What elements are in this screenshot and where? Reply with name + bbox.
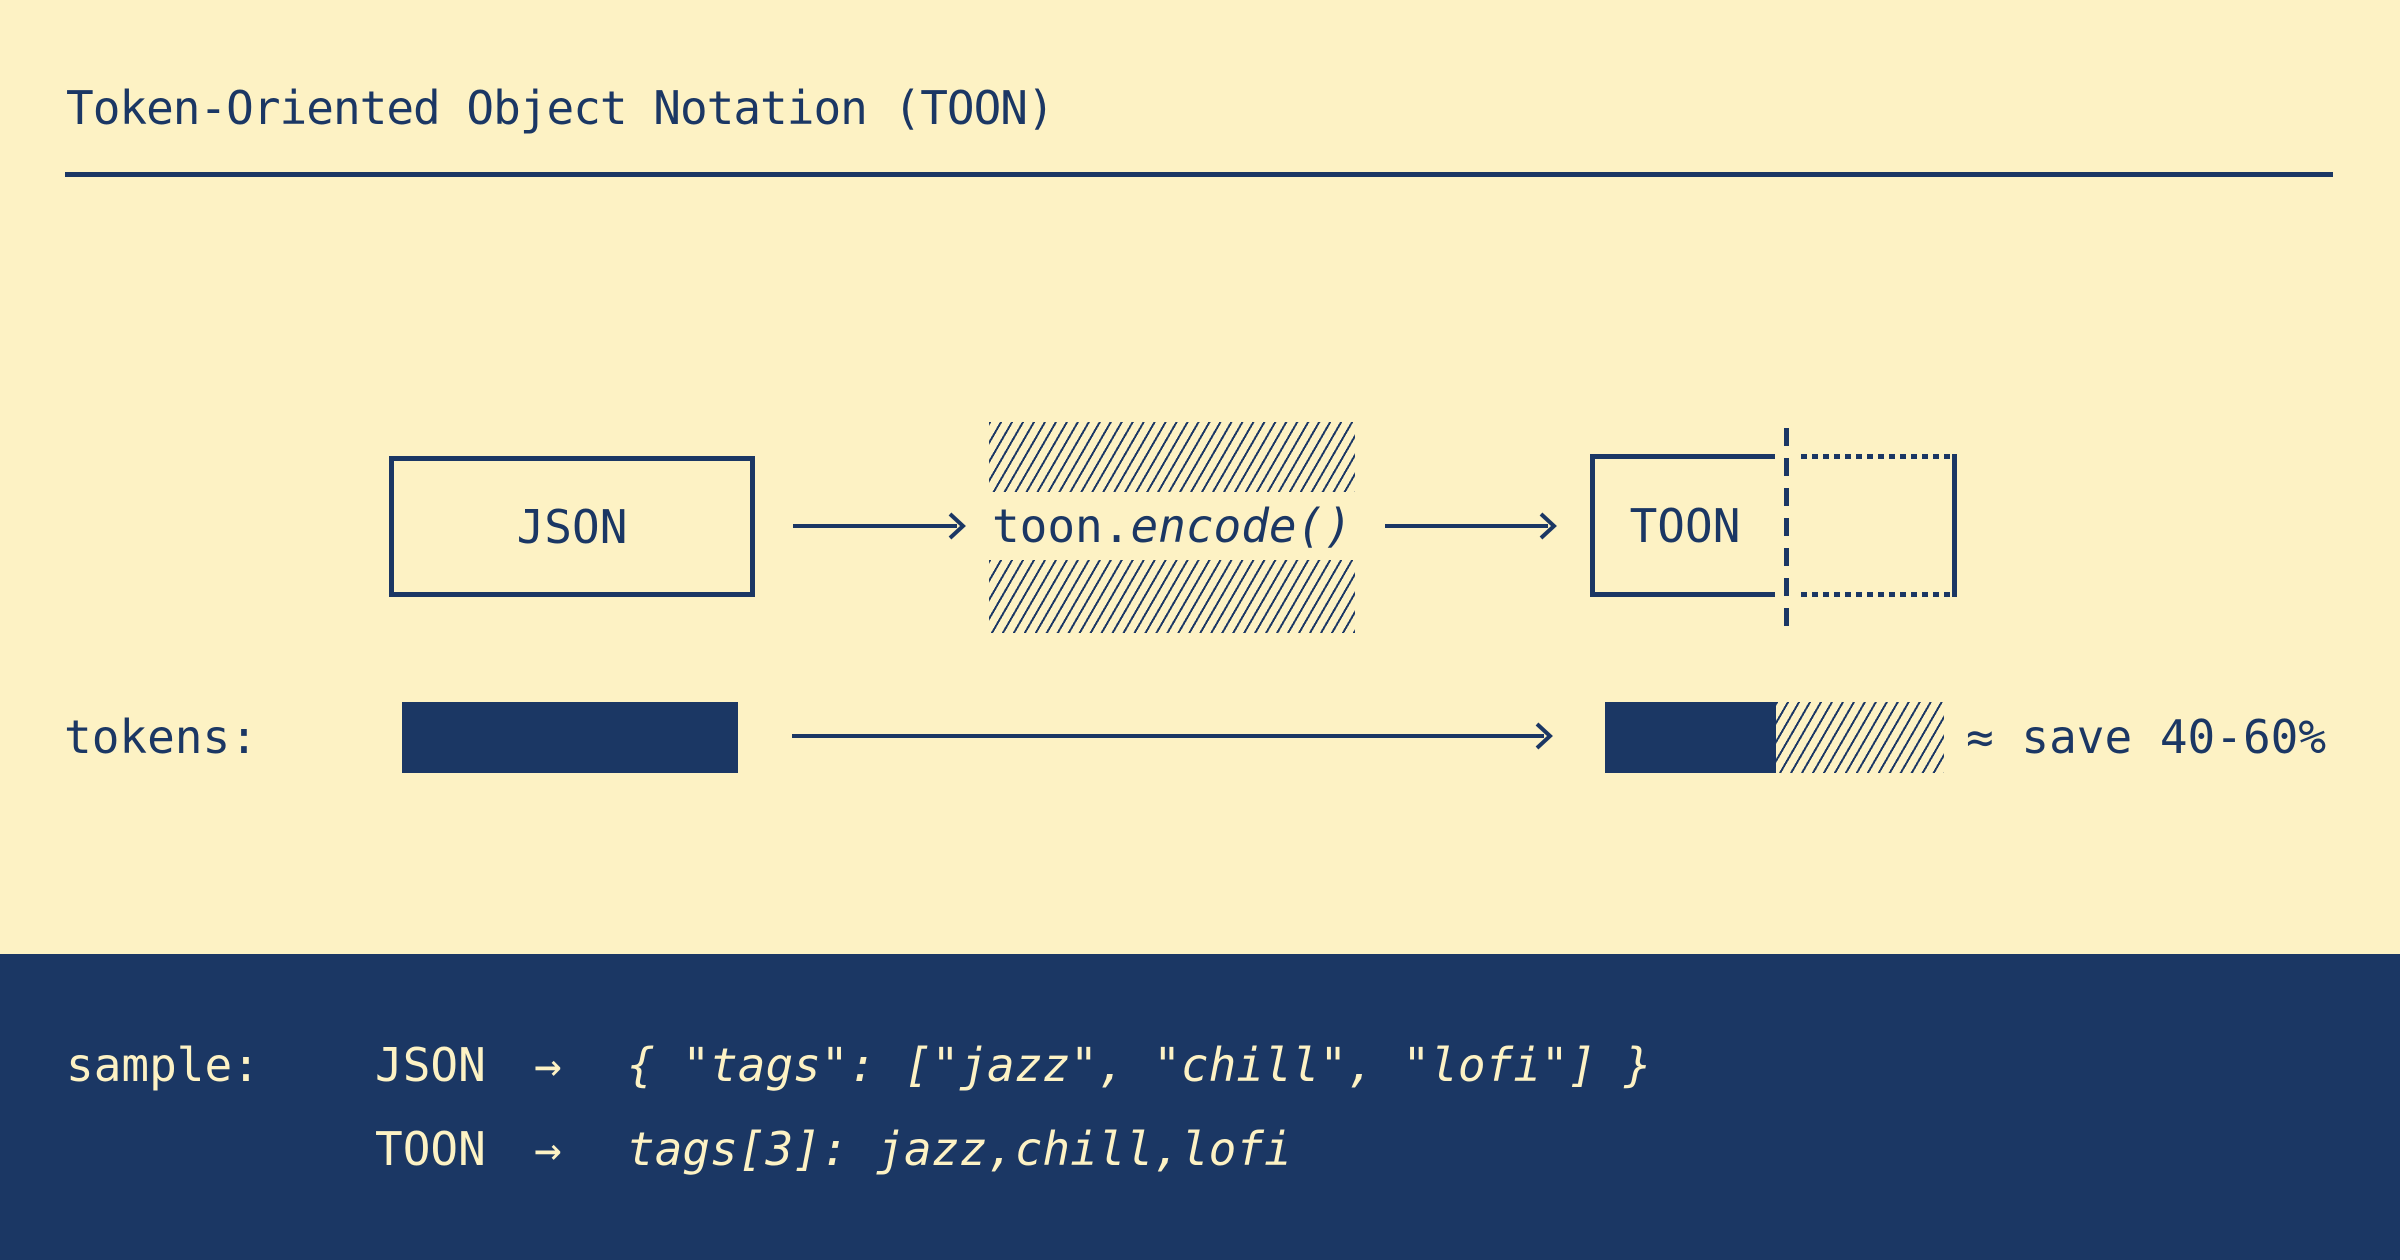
json-input-label: JSON [516,499,628,554]
sample-band [0,954,2400,1260]
toon-output-box: TOON [1590,454,1775,597]
sample-row-format: TOON [375,1122,486,1176]
sample-row-code: { "tags": ["jazz", "chill", "lofi"] } [627,1038,1652,1092]
sample-label: sample: [66,1038,260,1092]
toon-token-bar [1605,702,1776,773]
flow-arrow-right-icon [789,506,969,546]
encoder-prefix: toon. [991,499,1131,553]
encoder-label: toon.encode() [989,503,1355,549]
sample-row-arrow-icon: → [534,1122,562,1176]
sample-row-format: JSON [375,1038,486,1092]
toon-box-extension-top-edge [1801,454,1952,459]
flow-arrow-right-icon [1381,506,1561,546]
savings-label: ≈ save 40-60% [1966,710,2327,764]
toon-output-label: TOON [1629,498,1741,553]
toon-box-extension-bottom-edge [1801,592,1952,597]
sample-row-arrow-icon: → [534,1038,562,1092]
tokens-arrow-right-icon [788,716,1558,756]
title-underline [65,172,2333,177]
encoder-hatch-bottom [989,560,1355,633]
tokens-row-label: tokens: [64,710,258,764]
toon-token-savings-hatch [1776,702,1944,773]
page-title: Token-Oriented Object Notation (TOON) [66,81,1055,135]
toon-box-dashed-divider [1784,428,1789,627]
json-input-box: JSON [389,456,755,597]
toon-box-extension-right-edge [1952,454,1957,597]
sample-row-code: tags[3]: jazz,chill,lofi [627,1122,1292,1176]
json-token-bar [402,702,738,773]
encoder-function: encode() [1130,499,1353,553]
encoder-hatch-top [989,422,1355,492]
